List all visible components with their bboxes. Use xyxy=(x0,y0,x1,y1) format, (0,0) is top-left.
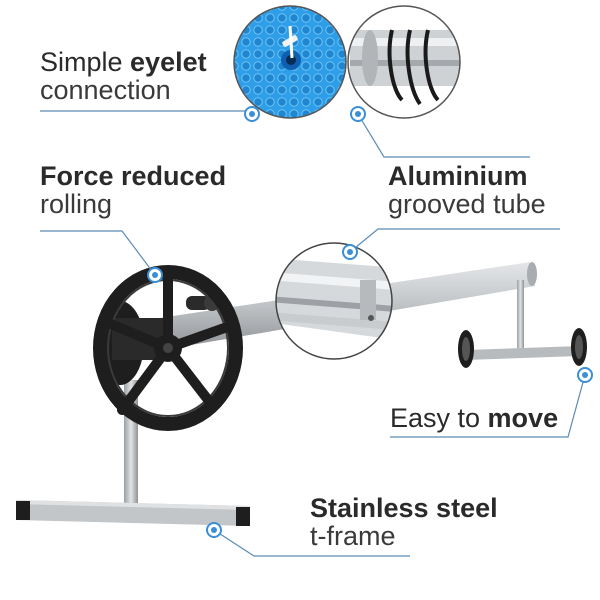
eyelet-detail-icon xyxy=(233,5,347,119)
callout-eyelet-line2: connection xyxy=(40,75,171,106)
target-dot-icon xyxy=(206,522,222,538)
callout-force-bold: Force reduced xyxy=(40,161,227,191)
rear-wheel-frame xyxy=(458,280,587,368)
callout-move-prefix: Easy to xyxy=(390,403,488,433)
callout-eyelet: Simple eyelet connection xyxy=(40,48,207,105)
tube-end-detail-icon xyxy=(347,5,461,119)
callout-force-line2: rolling xyxy=(40,189,113,220)
target-dot-icon xyxy=(577,367,593,383)
callout-steel: Stainless steel t-frame xyxy=(310,494,498,551)
target-dot-icon xyxy=(147,267,163,283)
target-dot-icon xyxy=(350,106,366,122)
t-frame xyxy=(16,380,250,526)
target-dot-icon xyxy=(342,244,358,260)
callout-eyelet-prefix: Simple xyxy=(40,47,131,77)
callout-aluminium-line2: grooved tube xyxy=(388,189,546,220)
callout-aluminium: Aluminium grooved tube xyxy=(388,162,546,219)
callout-steel-line2: t-frame xyxy=(310,521,396,552)
target-dot-icon xyxy=(244,106,260,122)
callout-eyelet-bold: eyelet xyxy=(130,47,207,77)
grooved-tube-detail-icon xyxy=(275,242,393,360)
leader-lines xyxy=(40,110,586,557)
callout-move: Easy to move xyxy=(390,404,558,432)
callout-aluminium-bold: Aluminium xyxy=(388,161,528,191)
hand-wheel xyxy=(93,265,243,431)
callout-force: Force reduced rolling xyxy=(40,162,226,219)
callout-steel-bold: Stainless steel xyxy=(310,493,498,523)
callout-move-bold: move xyxy=(487,403,559,433)
